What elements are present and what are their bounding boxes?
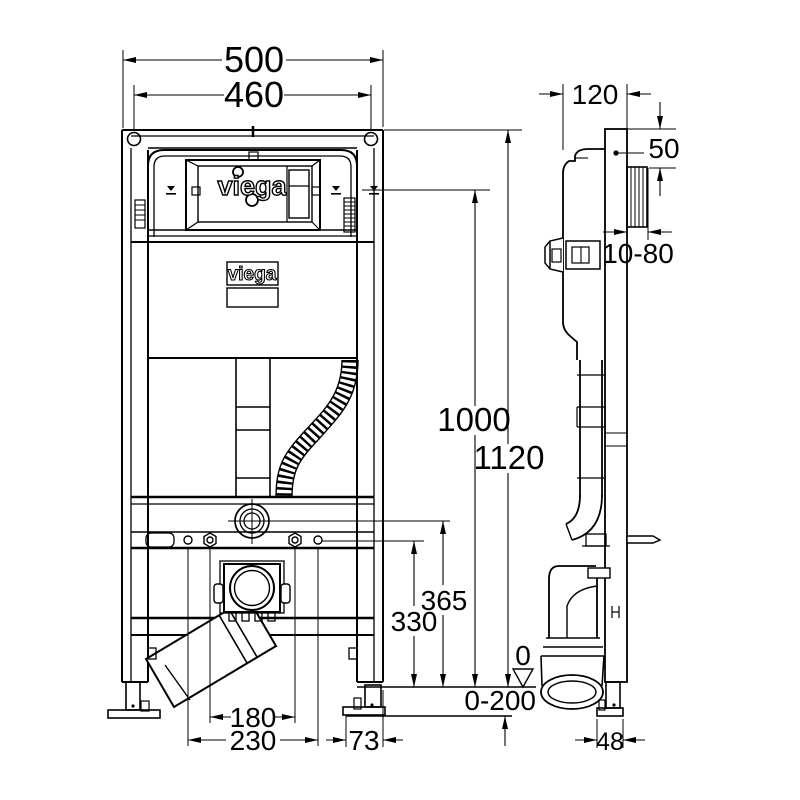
access-window — [185, 151, 321, 231]
outlet-flange — [213, 560, 291, 622]
flush-bend — [571, 494, 603, 541]
foot-left — [107, 681, 161, 719]
frame-rail-right — [356, 130, 384, 683]
level-mark — [369, 186, 379, 195]
viega-logo-dot-bottom — [245, 193, 259, 207]
top-crossrail — [122, 126, 383, 149]
dim-label-0-200: 0-200 — [464, 685, 536, 716]
flex-hose — [275, 359, 359, 498]
viega-logo-dot-top — [232, 166, 244, 178]
outlet-bend-pipe — [144, 596, 278, 709]
rail-screw-right — [348, 647, 358, 660]
rail-adjust-mark — [611, 606, 620, 618]
inlet-valve-profile — [544, 237, 601, 273]
dim-label-180: 180 — [230, 702, 277, 733]
dim-label-50: 50 — [648, 133, 679, 164]
front-view: viega viega — [107, 126, 386, 719]
dim-fixing-height-330: 330 — [322, 540, 438, 687]
dim-label-120: 120 — [572, 79, 619, 110]
foot-side — [596, 681, 624, 717]
frame-rail-left — [121, 130, 149, 683]
fixing-hole-left — [126, 131, 142, 147]
window-top-notch — [248, 151, 259, 161]
wc-bracket-arm — [626, 535, 662, 544]
wall-bracket-block — [626, 166, 648, 228]
level-mark — [331, 186, 341, 195]
water-level-marks — [166, 186, 379, 195]
window-clip-right — [311, 186, 321, 196]
fixing-hole-right — [363, 131, 379, 147]
viega-logo-text: viega — [217, 171, 287, 201]
wc-stud-outer-left — [183, 535, 193, 545]
ribbed-overflow-lines — [344, 201, 355, 227]
dim-offset-73: 73 — [326, 690, 403, 756]
dim-label-48: 48 — [596, 728, 624, 756]
foot-clamp-left — [140, 700, 150, 712]
dimensions: 500 460 1120 1000 365 — [122, 39, 680, 756]
tank-body: viega — [147, 241, 358, 359]
dim-label-500: 500 — [224, 39, 284, 80]
dim-foot-depth-48: 48 — [575, 719, 645, 756]
socket-rings — [540, 637, 605, 687]
tank-spare-box — [226, 287, 279, 308]
dim-wc-spacing-180: 180 — [187, 547, 319, 746]
dim-overall-width: 500 — [122, 39, 384, 128]
rail-tab — [145, 532, 175, 548]
level-mark — [166, 186, 176, 195]
rail-screw-left — [147, 647, 157, 660]
dim-label-365: 365 — [421, 585, 468, 616]
foot-clamp-side — [598, 699, 606, 711]
dim-overall-height-1120: 1120 — [384, 129, 545, 687]
viega-logo: viega — [217, 166, 288, 207]
tank-label-text: viega — [228, 264, 277, 285]
wc-stud-outer-right — [313, 535, 323, 545]
dim-label-0: 0 — [515, 640, 531, 671]
foot-clamp-right — [353, 697, 362, 710]
dim-label-330: 330 — [391, 606, 438, 637]
flush-pipe-strut — [235, 358, 271, 497]
side-view — [540, 128, 662, 717]
flush-unit-box — [288, 169, 310, 219]
dim-label-73: 73 — [348, 725, 379, 756]
outlet-elbow-profile — [540, 565, 611, 710]
tank-label-box — [226, 261, 279, 286]
left-clip-ribs — [134, 199, 146, 229]
ribbed-overflow-strip — [343, 197, 356, 233]
flange-clip-right — [280, 583, 291, 604]
dim-label-10-80: 10-80 — [602, 238, 674, 269]
dim-height-1000: 1000 — [362, 189, 511, 687]
flange-teeth — [228, 611, 276, 622]
flange-clip-left — [213, 583, 224, 604]
dim-wall-clearance: 10-80 — [602, 168, 674, 269]
dim-label-460: 460 — [224, 74, 284, 115]
dim-supply-height-365: 365 — [228, 520, 468, 687]
window-clip-left — [191, 186, 201, 196]
dim-floor-range: 0-200 — [346, 685, 536, 746]
dim-label-230: 230 — [230, 725, 277, 756]
cistern-profile — [562, 148, 644, 360]
dim-frame-depth-120: 120 — [539, 79, 651, 150]
dim-wc-spacing-230: 230 — [188, 725, 318, 756]
floor-datum-symbol: 0 — [511, 640, 535, 689]
dim-label-1120: 1120 — [474, 439, 545, 476]
socket-mouth — [540, 674, 604, 710]
dim-anchor-width: 460 — [133, 74, 372, 129]
flush-pipe-profile — [565, 360, 610, 547]
dim-label-1000: 1000 — [437, 401, 510, 438]
foot-right — [342, 684, 386, 716]
dim-top-offset-50: 50 — [627, 102, 680, 196]
